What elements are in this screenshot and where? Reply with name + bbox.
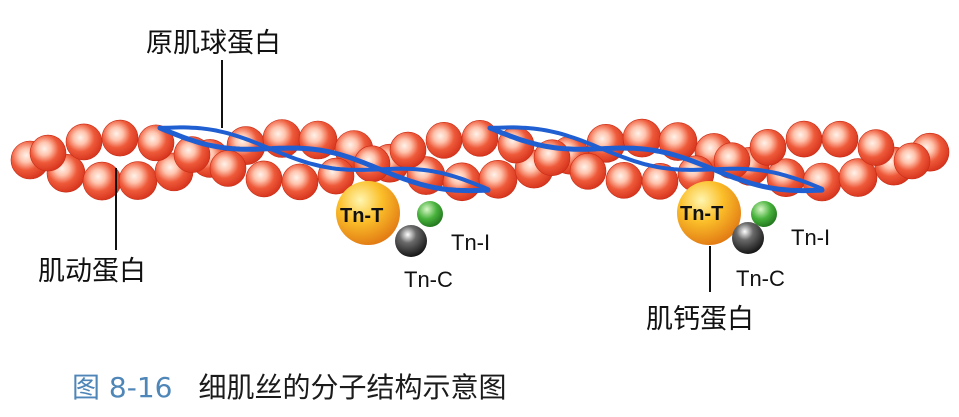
actin-bead xyxy=(389,131,427,169)
figure-caption: 图 8-16 细肌丝的分子结构示意图 xyxy=(72,366,506,406)
figure-number: 图 8-16 xyxy=(72,371,173,404)
actin-bead xyxy=(245,160,283,198)
troponin-complex-1: Tn-T Tn-I Tn-C xyxy=(336,181,490,292)
troponin-label: 肌钙蛋白 xyxy=(646,304,754,335)
tropomyosin-coil xyxy=(488,125,824,191)
actin-bead xyxy=(281,163,319,201)
actin-bead xyxy=(785,120,823,158)
tni-ball xyxy=(751,201,777,227)
actin-bead xyxy=(838,158,878,197)
actin-bead xyxy=(569,153,607,190)
tni-ball xyxy=(417,201,443,227)
actin-bead xyxy=(442,162,482,202)
troponin-complex-2: Tn-T Tn-I Tn-C xyxy=(677,181,830,291)
actin-bead xyxy=(857,129,895,166)
actin-bead xyxy=(425,121,463,159)
actin-label: 肌动蛋白 xyxy=(38,256,146,287)
tnt-label: Tn-T xyxy=(680,203,723,225)
actin-bead xyxy=(65,123,103,161)
tropomyosin-coil xyxy=(157,125,491,194)
actin-bead xyxy=(137,124,175,162)
actin-bead xyxy=(118,161,158,200)
tnc-label: Tn-C xyxy=(404,267,453,292)
actin-bead xyxy=(29,134,67,172)
tnc-ball xyxy=(395,225,427,257)
tropomyosin-coil xyxy=(487,125,825,194)
tnt-ball xyxy=(677,181,741,245)
actin-bead xyxy=(893,142,931,180)
actin-bead xyxy=(749,129,787,166)
tni-label: Tn-I xyxy=(791,225,830,250)
tnt-ball xyxy=(336,181,400,245)
actin-bead xyxy=(605,162,643,199)
tnt-label: Tn-T xyxy=(340,205,383,227)
tni-label: Tn-I xyxy=(451,230,490,255)
actin-bead xyxy=(461,120,499,157)
figure-title: 细肌丝的分子结构示意图 xyxy=(198,371,507,404)
actin-bead xyxy=(209,150,247,187)
tropomyosin-strand xyxy=(157,125,825,194)
actin-bead xyxy=(101,119,139,157)
tropomyosin-coil xyxy=(158,125,490,192)
actin-bead xyxy=(821,120,859,158)
actin-bead xyxy=(641,162,679,200)
tnc-label: Tn-C xyxy=(736,266,785,291)
tropomyosin-label: 原肌球蛋白 xyxy=(146,28,281,59)
tnc-ball xyxy=(732,222,764,254)
